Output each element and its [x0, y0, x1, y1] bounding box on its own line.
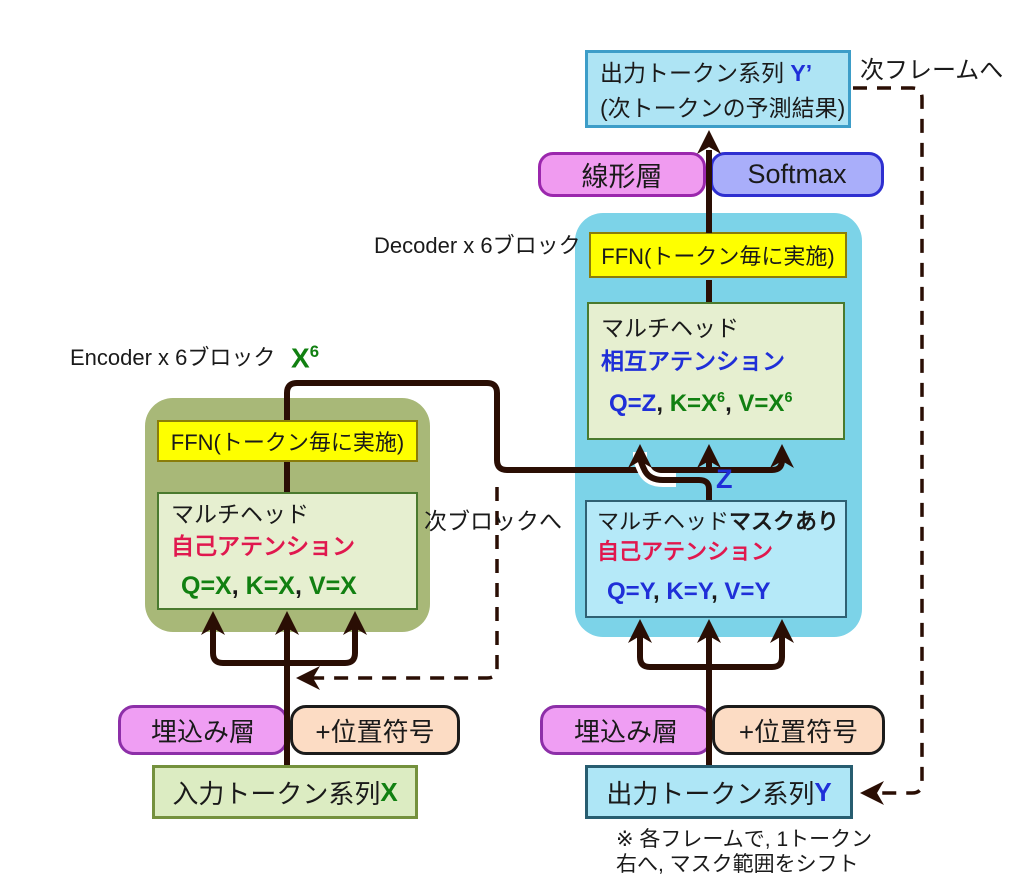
arrow-next-block	[296, 666, 320, 690]
positional-encoding-right: +位置符号	[712, 705, 885, 755]
arrow-into-encattn-2	[275, 611, 299, 635]
arrow-into-masked-2	[697, 619, 721, 643]
input-token-sequence-box: 入力トークン系列 X	[152, 765, 418, 819]
positional-encoding-left: +位置符号	[290, 705, 460, 755]
z-label: Z	[716, 464, 733, 494]
yprime-line1: 出力トークン系列 Y’	[600, 60, 813, 86]
decoder-block-label: Decoder x 6ブロック	[374, 233, 581, 258]
encoder-self-attention-box: マルチヘッド 自己アテンション Q=X, K=X, V=X	[157, 492, 418, 610]
output-variable: Y	[814, 776, 832, 807]
masked-attention-qkv: Q=Y, K=Y, V=Y	[607, 577, 771, 605]
output-token-sequence-yprime-box: 出力トークン系列 Y’ (次トークンの予測結果)	[585, 50, 851, 128]
mask-shift-note: ※ 各フレームで, 1トークン 右へ, マスク範囲をシフト	[616, 828, 873, 876]
arrow-q-into-cross	[628, 444, 652, 468]
arrow-into-encattn-3	[343, 611, 367, 635]
arrow-into-masked-3	[770, 619, 794, 643]
x6-label: X6	[291, 342, 320, 374]
cross-attention-box: マルチヘッド 相互アテンション Q=Z, K=X6, V=X6	[587, 302, 845, 440]
masked-attention-line1: マルチヘッドマスクあり	[597, 509, 840, 534]
encoder-block-label: Encoder x 6ブロック	[70, 345, 276, 370]
next-block-label: 次ブロックへ	[424, 508, 562, 534]
cross-attention-line2: 相互アテンション	[601, 347, 785, 374]
line-decoder-fan	[637, 629, 785, 670]
next-block-dashed-line	[312, 487, 499, 680]
arrow-next-frame	[860, 781, 884, 805]
line-z-to-q	[637, 452, 712, 500]
arrow-into-encattn-1	[201, 611, 225, 635]
next-frame-dashed-line	[853, 86, 924, 795]
encoder-attention-line2: 自己アテンション	[171, 532, 355, 559]
masked-attention-line2: 自己アテンション	[597, 539, 774, 565]
arrow-v-into-cross	[770, 444, 794, 468]
arrow-into-yprime	[697, 130, 721, 154]
line-x6-feed	[284, 380, 785, 473]
cross-attention-line1: マルチヘッド	[601, 315, 739, 341]
input-variable: X	[380, 776, 398, 807]
yprime-line2: (次トークンの予測結果)	[600, 94, 846, 121]
encoder-attention-line1: マルチヘッド	[171, 501, 309, 527]
encoder-ffn-box: FFN(トークン毎に実施)	[157, 420, 418, 462]
masked-self-attention-box: マルチヘッドマスクあり 自己アテンション Q=Y, K=Y, V=Y	[585, 500, 847, 618]
next-frame-label: 次フレームへ	[860, 57, 1004, 84]
linear-layer-box: 線形層	[538, 152, 706, 197]
cross-attention-qkv: Q=Z, K=X6, V=X6	[609, 390, 793, 418]
decoder-ffn-box: FFN(トークン毎に実施)	[589, 232, 847, 278]
arrow-k-into-cross	[697, 444, 721, 468]
encoder-attention-qkv: Q=X, K=X, V=X	[181, 572, 357, 601]
mask-ari-label: マスクあり	[729, 509, 840, 534]
arrow-into-masked-1	[628, 619, 652, 643]
yprime-variable: Y’	[790, 60, 813, 86]
softmax-box: Softmax	[710, 152, 884, 197]
line-encoder-fan	[210, 621, 358, 666]
